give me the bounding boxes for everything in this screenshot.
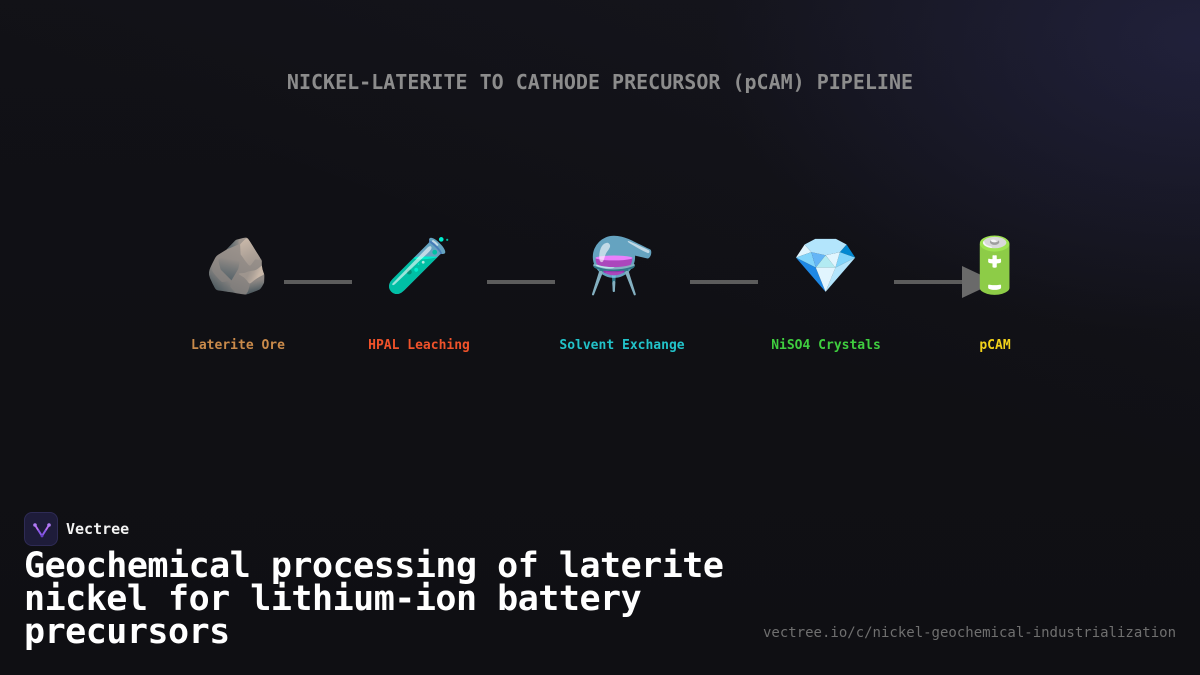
page-headline: Geochemical processing of laterite nicke… <box>24 546 724 652</box>
stage-label: pCAM <box>979 338 1011 353</box>
stage-label: Laterite Ore <box>191 338 285 353</box>
stage-label: Solvent Exchange <box>559 338 685 353</box>
stage-pcam: 🔋 pCAM <box>915 230 1075 353</box>
battery-icon: 🔋 <box>961 234 1029 297</box>
brand-name: Vectree <box>66 520 130 538</box>
connector-1 <box>284 280 352 284</box>
diagram-title: NICKEL-LATERITE TO CATHODE PRECURSOR (pC… <box>286 70 914 94</box>
brand: Vectree <box>24 512 129 546</box>
stage-hpal-leaching: 🧪 HPAL Leaching <box>339 230 499 353</box>
stage-label: NiSO4 Crystals <box>771 338 881 353</box>
rock-icon: 🪨 <box>204 234 272 297</box>
stage-niso4-crystals: 💎 NiSO4 Crystals <box>746 230 906 353</box>
arrow-head <box>962 266 996 298</box>
gem-icon: 💎 <box>792 234 860 297</box>
connector-2 <box>487 280 555 284</box>
flask-icon: ⚗️ <box>588 234 656 297</box>
source-url: vectree.io/c/nickel-geochemical-industri… <box>762 625 1176 641</box>
stage-solvent-exchange: ⚗️ Solvent Exchange <box>542 230 702 353</box>
test-tube-icon: 🧪 <box>385 234 453 297</box>
stage-laterite-ore: 🪨 Laterite Ore <box>158 230 318 353</box>
stage-label: HPAL Leaching <box>368 338 470 353</box>
connector-3 <box>690 280 758 284</box>
vectree-logo-icon <box>24 512 58 546</box>
connector-4 <box>894 280 962 284</box>
